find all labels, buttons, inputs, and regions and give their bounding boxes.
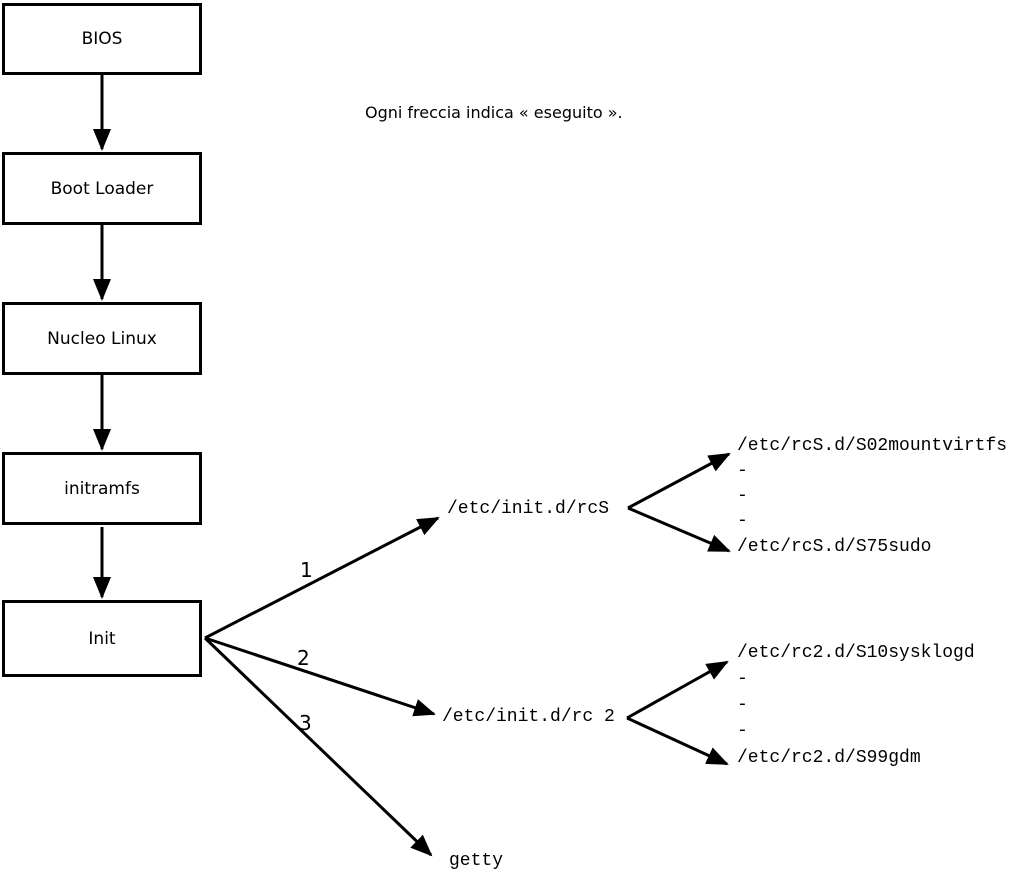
branch-1-number: 1 [300, 558, 313, 582]
branch-3-number: 3 [299, 711, 312, 735]
caption-text: Ogni freccia indica « eseguito ». [365, 103, 623, 122]
box-nucleo-linux: Nucleo Linux [2, 302, 202, 375]
rc2-leaf-s10sysklogd: /etc/rc2.d/S10sysklogd [737, 643, 975, 663]
rcs-leaf-dash-1: - [737, 461, 748, 481]
rcs-script-label: /etc/init.d/rcS [447, 499, 610, 519]
box-init-label: Init [88, 628, 116, 649]
box-initramfs: initramfs [2, 452, 202, 525]
rcs-leaf-dash-3: - [737, 511, 748, 531]
getty-label: getty [449, 851, 504, 871]
rcs-leaf-s02mountvirtfs: /etc/rcS.d/S02mountvirtfs [737, 436, 1008, 456]
box-bios-label: BIOS [81, 29, 123, 49]
arrow-init-to-rc2-icon [204, 636, 436, 717]
arrow-rc2-to-s99gdm-icon [626, 716, 729, 766]
rc2-leaf-dash-3: - [737, 721, 748, 741]
box-bios: BIOS [2, 3, 202, 75]
rc2-script-label: /etc/init.d/rc 2 [442, 707, 615, 727]
arrow-init-to-getty-icon [203, 636, 433, 857]
box-boot-loader: Boot Loader [2, 152, 202, 225]
box-init: Init [2, 600, 202, 677]
arrow-rcs-to-s75sudo-icon [627, 506, 731, 553]
rc2-leaf-s99gdm: /etc/rc2.d/S99gdm [737, 748, 921, 768]
arrow-init-to-rcs-icon [204, 516, 440, 640]
rc2-leaf-dash-2: - [737, 695, 748, 715]
rcs-leaf-s75sudo: /etc/rcS.d/S75sudo [737, 537, 932, 557]
box-boot-loader-label: Boot Loader [50, 178, 154, 199]
branch-2-number: 2 [297, 646, 310, 670]
arrow-rcs-to-s02mountvirtfs-icon [627, 452, 731, 510]
arrow-rc2-to-s10sysklogd-icon [626, 660, 729, 720]
rc2-leaf-dash-1: - [737, 669, 748, 689]
box-nucleo-linux-label: Nucleo Linux [47, 328, 157, 349]
rcs-leaf-dash-2: - [737, 486, 748, 506]
box-initramfs-label: initramfs [64, 478, 140, 499]
